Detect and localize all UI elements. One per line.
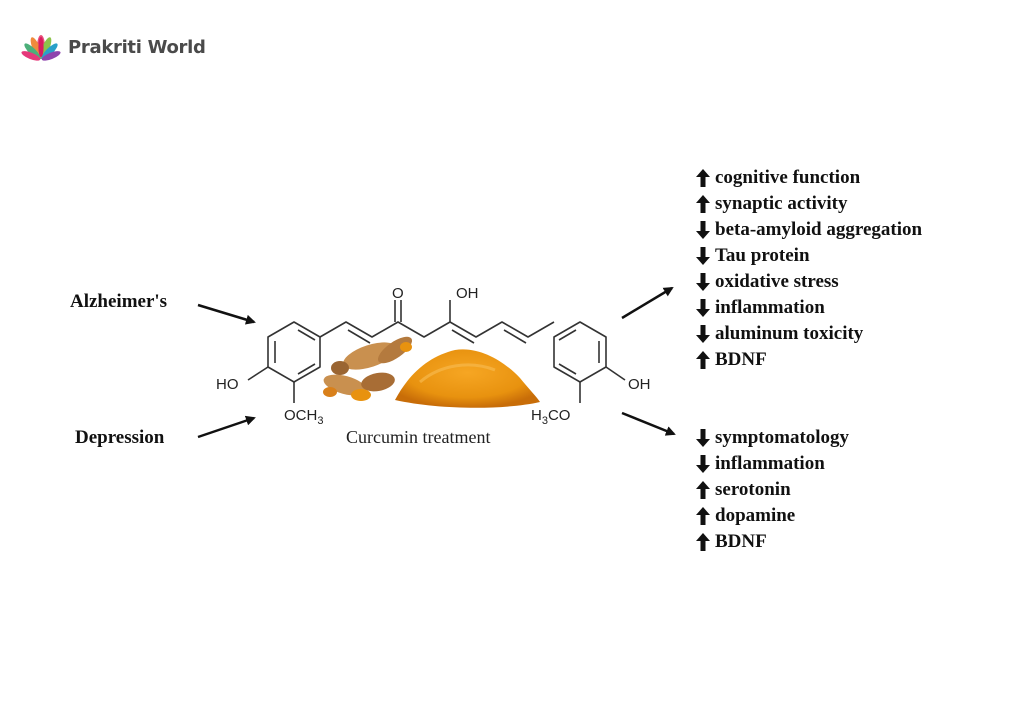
left-hydroxyl-label: HO — [216, 376, 239, 393]
alzheimers-input-arrow — [197, 303, 256, 325]
effect-item: inflammation — [696, 451, 849, 477]
turmeric-powder-image — [395, 349, 540, 408]
alzheimers-output-arrow — [621, 286, 674, 320]
right-methoxy-label: H3CO — [531, 407, 570, 427]
effect-label: BDNF — [715, 531, 767, 552]
effect-item: Tau protein — [696, 243, 922, 269]
effect-label: beta-amyloid aggregation — [715, 219, 923, 240]
down-arrow-icon — [696, 325, 710, 343]
up-arrow-icon — [696, 351, 710, 369]
turmeric-root-image — [323, 336, 413, 401]
up-arrow-icon — [696, 195, 710, 213]
effect-label: Tau protein — [715, 245, 810, 266]
depression-label: Depression — [75, 427, 165, 448]
depression-input-arrow — [197, 415, 256, 439]
effect-item: cognitive function — [696, 165, 922, 191]
effect-label: synaptic activity — [715, 193, 848, 214]
effect-item: beta-amyloid aggregation — [696, 217, 922, 243]
up-arrow-icon — [696, 481, 710, 499]
effect-item: dopamine — [696, 503, 849, 529]
right-hydroxyl-label: OH — [628, 376, 651, 393]
enol-hydroxyl-label: OH — [456, 285, 479, 302]
down-arrow-icon — [696, 221, 710, 239]
effect-item: synaptic activity — [696, 191, 922, 217]
effect-item: inflammation — [696, 295, 922, 321]
effect-item: symptomatology — [696, 425, 849, 451]
curcumin-caption: Curcumin treatment — [346, 427, 490, 447]
down-arrow-icon — [696, 429, 710, 447]
curcumin-structure — [247, 300, 626, 403]
down-arrow-icon — [696, 273, 710, 291]
alzheimers-label: Alzheimer's — [70, 291, 167, 312]
effect-label: oxidative stress — [715, 271, 839, 292]
effect-item: BDNF — [696, 529, 849, 555]
effect-label: cognitive function — [715, 167, 861, 188]
effect-label: symptomatology — [715, 427, 850, 448]
depression-output-arrow — [621, 411, 676, 436]
effect-label: dopamine — [715, 505, 796, 526]
lotus-icon — [21, 35, 61, 61]
heptadiene-chain — [319, 321, 555, 338]
up-arrow-icon — [696, 169, 710, 187]
effect-label: serotonin — [715, 479, 791, 500]
effect-item: aluminum toxicity — [696, 321, 922, 347]
effect-item: serotonin — [696, 477, 849, 503]
effect-item: oxidative stress — [696, 269, 922, 295]
brand-logo: Prakriti World — [18, 30, 206, 64]
effect-label: inflammation — [715, 297, 825, 318]
effect-label: aluminum toxicity — [715, 323, 864, 344]
carbonyl-oxygen-label: O — [392, 285, 404, 302]
down-arrow-icon — [696, 455, 710, 473]
down-arrow-icon — [696, 247, 710, 265]
effect-item: BDNF — [696, 347, 922, 373]
effect-label: inflammation — [715, 453, 825, 474]
depression-effects-list: symptomatology inflammation serotonin do… — [696, 425, 849, 555]
brand-name: Prakriti World — [68, 36, 206, 58]
down-arrow-icon — [696, 299, 710, 317]
turmeric-illustration — [323, 336, 540, 408]
up-arrow-icon — [696, 533, 710, 551]
effect-label: BDNF — [715, 349, 767, 370]
alzheimers-effects-list: cognitive function synaptic activity bet… — [696, 165, 922, 373]
left-methoxy-label: OCH3 — [284, 407, 323, 427]
up-arrow-icon — [696, 507, 710, 525]
